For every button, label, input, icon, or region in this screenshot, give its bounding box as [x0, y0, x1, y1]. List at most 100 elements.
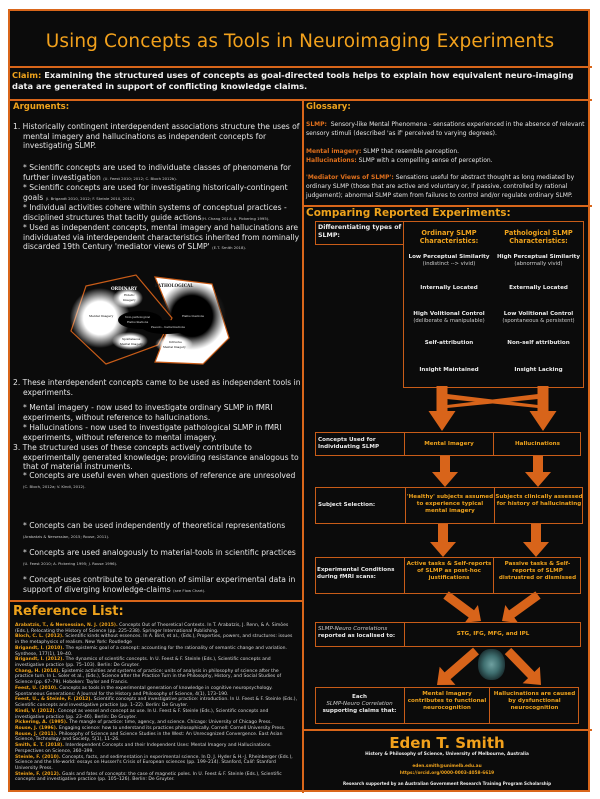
citation: (E.T. Smith 2018). — [212, 245, 247, 251]
reference-author: Feest, U., & Steinle, F. (2012). — [15, 697, 93, 703]
reference-author: Steinle, F. (2012). — [15, 771, 61, 777]
characteristic-detail: (abnormally vivid) — [514, 261, 563, 268]
subject-row — [315, 487, 583, 524]
concepts-ordinary: Mental Imagery — [424, 441, 474, 447]
characteristic-label: Insight Maintained — [419, 367, 479, 373]
divider — [8, 66, 592, 68]
characteristic-label: Non-self attribution — [507, 340, 570, 346]
argument-2a: * Mental imagery - now used to investiga… — [23, 403, 273, 422]
glossary-slmp: SLMP: Sensory-like Mental Phenomena - se… — [306, 120, 588, 138]
reference-author: Rouse, J. (1996). — [15, 725, 58, 731]
pathological-characteristic: Non-self attribution — [494, 340, 583, 347]
venn-label: Imagery — [123, 298, 136, 302]
argument-3a: * Concepts are useful even when question… — [23, 471, 301, 491]
flow-arrow — [529, 386, 557, 431]
claim-ordinary: Mental Imagery contributes to functional… — [407, 691, 487, 712]
column-divider — [302, 99, 304, 793]
reference-author: Pickering, A. (1995). — [15, 720, 68, 726]
characteristic-detail: (spontaneous & persistent) — [502, 318, 575, 325]
claims-row — [315, 687, 579, 724]
claim-text: Examining the structured uses of concept… — [12, 70, 574, 91]
definition: Sensations useful for abstract thought a… — [306, 174, 575, 199]
flow-arrow — [523, 524, 549, 557]
claims-label-text: supporting claims that: — [322, 708, 397, 715]
argument-3c: * Concepts are used analogously to mater… — [23, 548, 301, 568]
venn-pathological-label: PATHOLOGICAL — [155, 283, 193, 288]
characteristic-detail: (indistinct --> vivid) — [422, 261, 476, 268]
concepts-pathological: Hallucinations — [514, 441, 560, 447]
argument-text: * Concepts can be used independently of … — [23, 521, 286, 530]
venn-label: Pseudo - hallucinations — [151, 325, 185, 329]
divider — [405, 487, 406, 524]
reference-author: Rouse, J. (2011). — [15, 731, 58, 737]
divider — [493, 557, 494, 594]
reference-item: Brigandt, I. (2012). The dynamics of sci… — [15, 657, 297, 668]
reference-text: Scientific concepts and investigative pr… — [15, 697, 298, 709]
eidetic-blob — [113, 288, 143, 308]
argument-3b: * Concepts can be used independently of … — [23, 521, 301, 541]
spontaneous-blob — [112, 332, 148, 350]
argument-3d: * Concept-uses contribute to generation … — [23, 575, 298, 595]
definition: SLMP with a compelling sense of percepti… — [358, 157, 493, 164]
argument-text: * Concept-uses contribute to generation … — [23, 575, 296, 594]
claim: Claim: Examining the structured uses of … — [12, 70, 582, 92]
concepts-row — [315, 432, 581, 456]
author-name: Eden T. Smith — [389, 734, 505, 752]
citation: (C. Bloch, 2012a; V. Kindi, 2012). — [23, 483, 86, 489]
reference-text: Concepts Out of Theoretical Contexts. In… — [15, 623, 289, 634]
definition: SLMP that resemble perception. — [363, 148, 460, 155]
argument-1: 1. Historically contingent interdependen… — [13, 122, 300, 151]
characteristic-detail: (deliberate & manipulable) — [413, 318, 485, 325]
divider — [8, 99, 592, 101]
characteristics-box — [403, 221, 584, 388]
glossary-hallucinations: Hallucinations: SLMP with a compelling s… — [306, 156, 588, 165]
flow-arrow — [432, 456, 458, 487]
definition: Sensory-like Mental Phenomena - sensatio… — [306, 121, 585, 137]
concepts-label: Concepts Used for Individuating SLMP — [318, 437, 380, 451]
characteristic-label: Low Volitional Control — [503, 311, 574, 317]
flow-chart-link[interactable]: (see Flow Chart). — [173, 587, 206, 593]
glossary-heading: Glossary: — [306, 102, 351, 112]
reference-author: Bloch, C. L. (2012). — [15, 634, 64, 640]
reference-item: Kindi, V. (2012). Concept as vessel and … — [15, 709, 297, 720]
pathological-characteristic: Low Volitional Control(spontaneous & per… — [494, 311, 583, 325]
author-orcid[interactable]: https://orcid.org/0000-0003-4058-6619 — [399, 771, 495, 776]
citation: (U. Feest 2010; A. Pickering 1995; J. Ro… — [23, 560, 118, 566]
argument-text: * Scientific concepts are used for inves… — [23, 183, 288, 202]
ordinary-characteristic: High Volitional Control(deliberate & man… — [405, 311, 493, 325]
venn-label: Hallucinations — [182, 314, 205, 318]
reference-author: Feest, U. (2010). — [15, 685, 58, 691]
reference-item: Steinle, F. (2010). Concepts, facts, and… — [15, 755, 297, 772]
author-email[interactable]: eden.smith@unimelb.edu.au — [412, 764, 482, 769]
flow-arrow — [430, 524, 456, 557]
citation: (Arabatzis & Nersessian, 2015; Rouse, 20… — [23, 533, 110, 539]
reference-item: Feest, U., & Steinle, F. (2012). Scienti… — [15, 697, 297, 708]
divider — [494, 487, 495, 524]
neuro-regions: STG, IFG, MFG, and IPL — [456, 631, 530, 637]
flow-arrow — [504, 647, 541, 685]
claim-pathological: Hallucinations are caused by dysfunction… — [493, 691, 576, 712]
argument-text: * Concepts are used analogously to mater… — [23, 548, 296, 557]
reference-item: Steinle, F. (2012). Goals and fates of c… — [15, 772, 297, 783]
reference-author: Brigandt, I. (2012). — [15, 657, 65, 663]
reference-list: Arabatzis, T., & Nersessian, N. J. (2015… — [15, 623, 297, 783]
subject-label: Subject Selection: — [318, 502, 376, 508]
characteristic-label: High Volitional Control — [413, 311, 485, 317]
reference-item: Brigandt, I. (2010). The epistemic goal … — [15, 646, 297, 657]
neuro-label-italic: SLMP-Neuro Correlations — [318, 626, 388, 632]
reference-text: Interdependent Concepts and their Indepe… — [15, 743, 272, 754]
pathological-characteristic: High Perceptual Similarity(abnormally vi… — [494, 254, 583, 268]
characteristic-label: Insight Lacking — [514, 367, 563, 373]
poster-title: Using Concepts as Tools in Neuroimaging … — [45, 31, 555, 52]
subject-ordinary: 'Healthy' subjects assumed to experience… — [406, 494, 494, 515]
citation: (H. Chang 2014; A. Pickering 1995). — [201, 215, 270, 221]
argument-text: * Concepts are useful even when question… — [23, 471, 296, 480]
divider — [404, 622, 405, 647]
subject-pathological: Subjects clinically assessed for history… — [495, 494, 583, 508]
venn-label: Mental Imagery — [89, 314, 114, 318]
venn-label: Hallucinations — [127, 320, 149, 324]
venn-ordinary-label: ORDINARY — [111, 286, 138, 291]
